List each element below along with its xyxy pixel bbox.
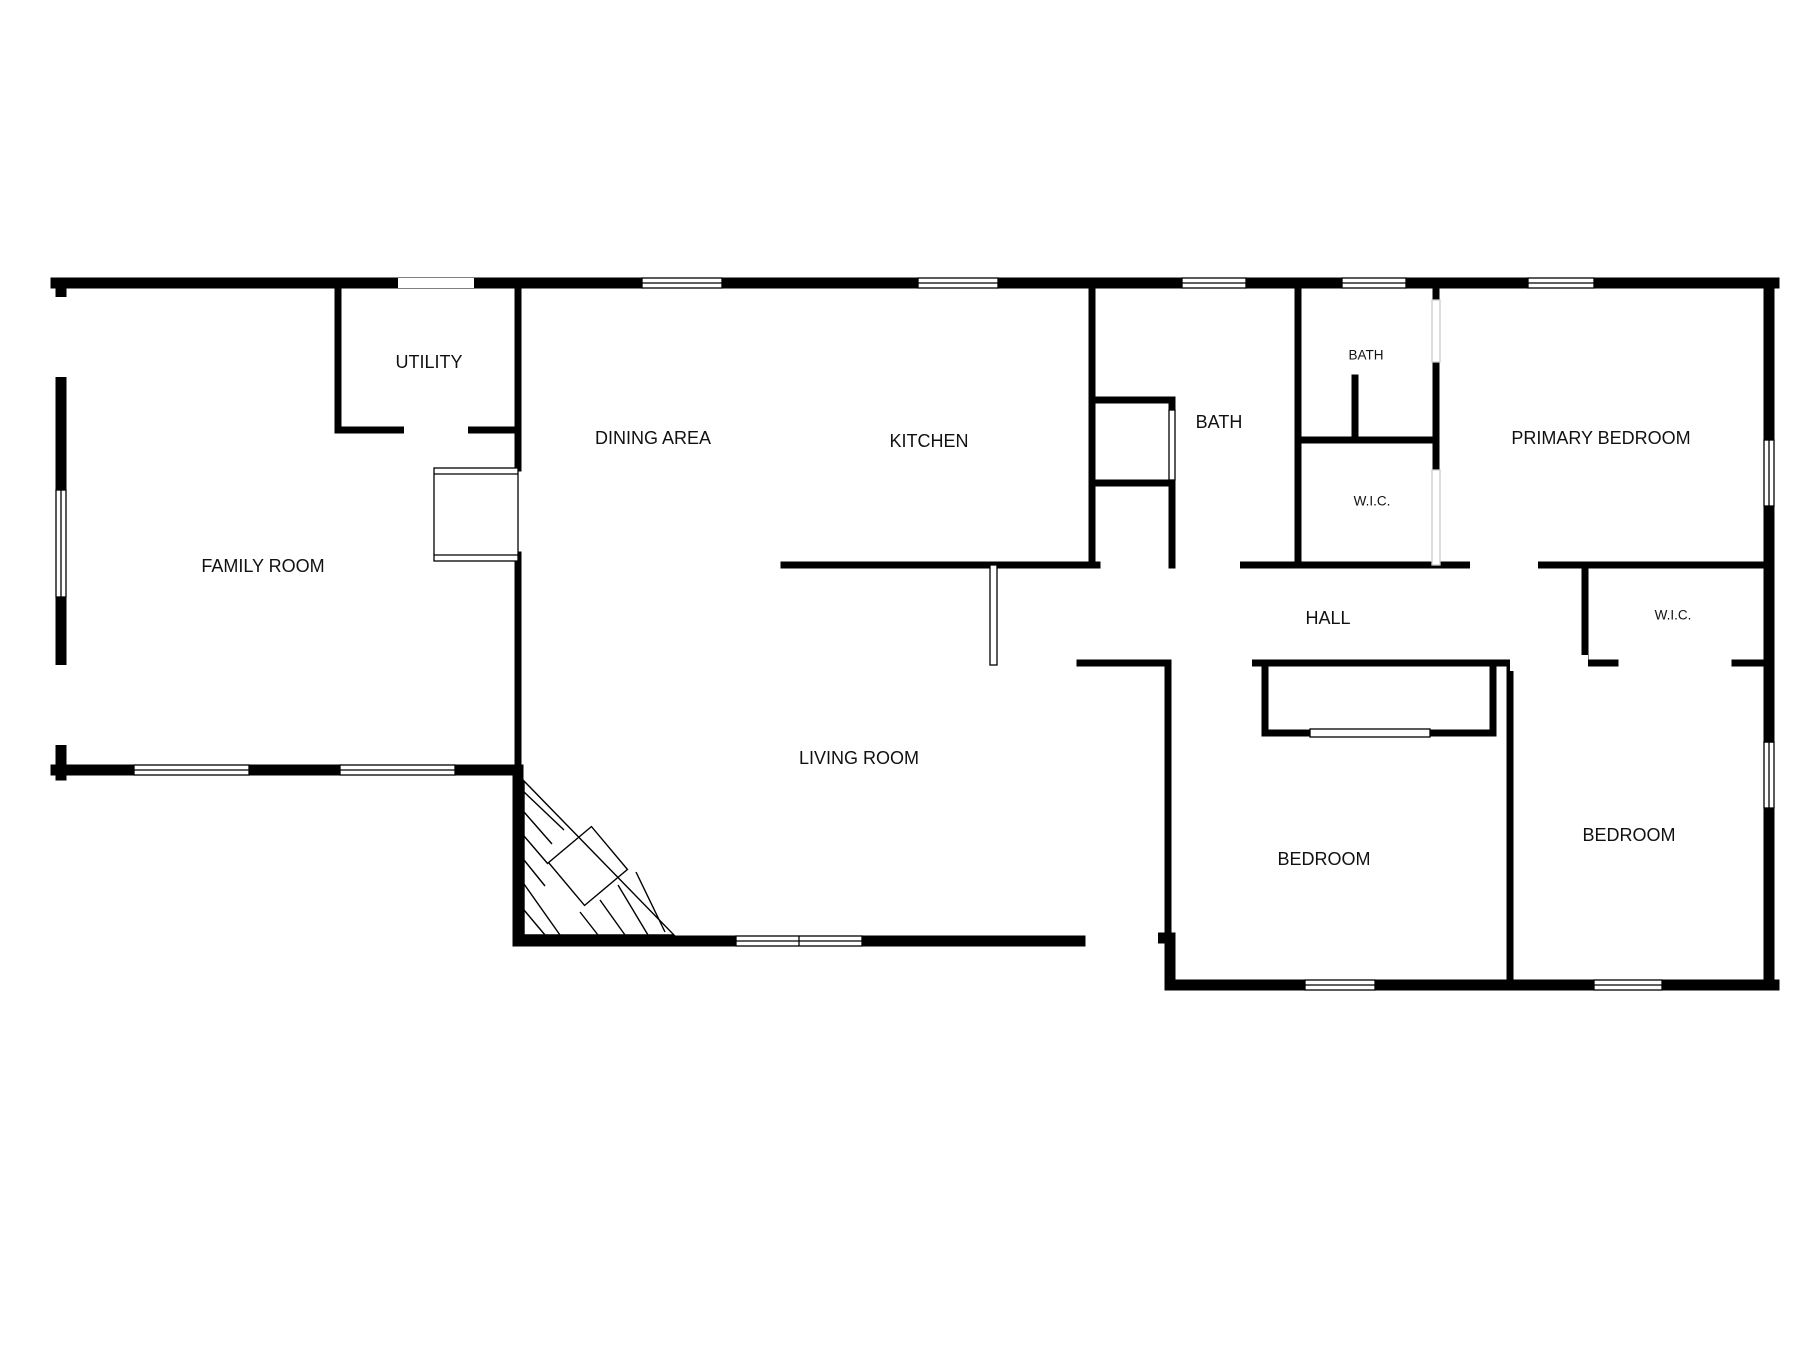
kitchen-label: KITCHEN [889, 431, 968, 451]
room-labels: FAMILY ROOM UTILITY DINING AREA KITCHEN … [201, 348, 1691, 869]
living-room-label: LIVING ROOM [799, 748, 919, 768]
wic-primary-label: W.I.C. [1354, 494, 1391, 509]
bedroom-2-label: BEDROOM [1582, 825, 1675, 845]
bedroom-1-label: BEDROOM [1277, 849, 1370, 869]
exterior-walls [50, 277, 1780, 991]
wic-hall-label: W.I.C. [1655, 608, 1692, 623]
hall-label: HALL [1305, 608, 1350, 628]
fireplace-hearth [433, 467, 519, 562]
door-panel [989, 564, 998, 666]
dining-area-label: DINING AREA [595, 428, 711, 448]
primary-bedroom-label: PRIMARY BEDROOM [1511, 428, 1690, 448]
family-room-label: FAMILY ROOM [201, 556, 324, 576]
interior-walls [334, 279, 1773, 989]
bath-main-label: BATH [1196, 412, 1243, 432]
windows [55, 277, 1775, 991]
utility-label: UTILITY [395, 352, 462, 372]
appliances [433, 467, 998, 666]
wall-openings [50, 297, 1588, 950]
bath-small-label: BATH [1348, 348, 1383, 363]
staircase [523, 779, 676, 936]
